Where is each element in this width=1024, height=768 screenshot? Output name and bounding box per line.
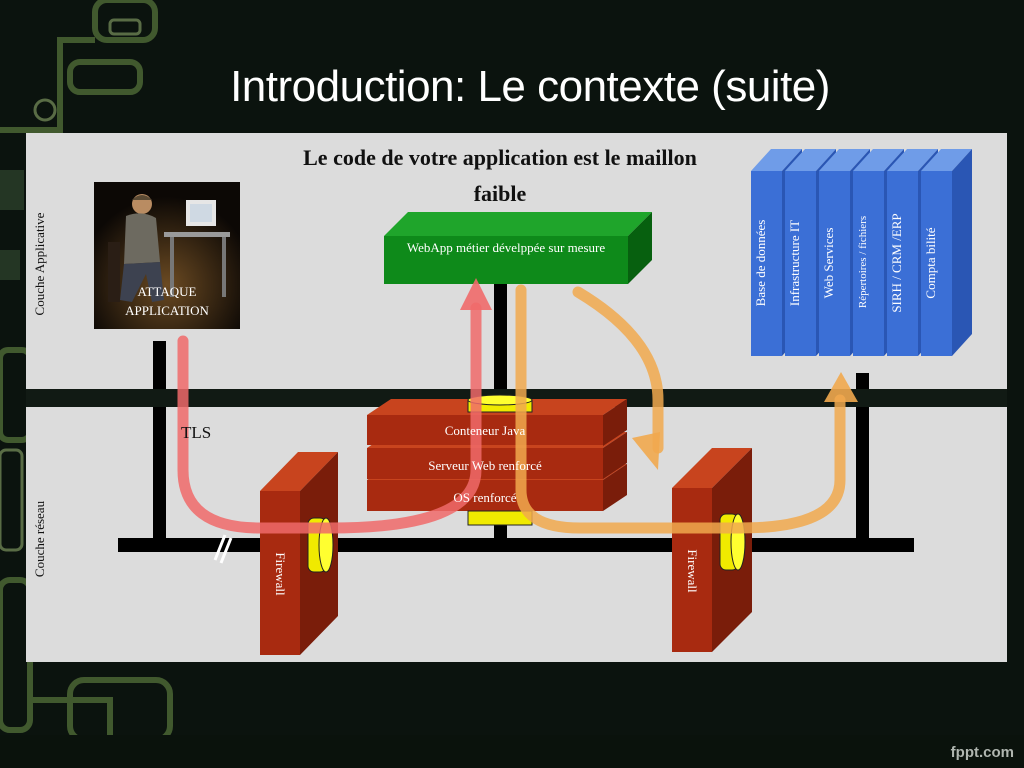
service-compta: Compta bilité	[923, 227, 938, 299]
encryption-slash-icon	[213, 534, 233, 564]
services-link-vertical	[856, 373, 869, 543]
slide-title: Introduction: Le contexte (suite)	[230, 62, 830, 111]
attack-label: ATTAQUE APPLICATION	[94, 282, 240, 320]
footer-brand: fppt.com	[950, 744, 1014, 761]
firewall-right-shape	[672, 448, 752, 652]
tls-link-vertical	[153, 341, 166, 544]
server-stack	[367, 399, 627, 511]
hacker-illustration	[94, 182, 240, 329]
server-layer-java: Conteneur Java	[444, 423, 526, 438]
data-flow-arrowhead-server	[632, 432, 660, 470]
services-stack	[751, 149, 972, 356]
service-infrastructure: Infrastructure IT	[787, 219, 802, 307]
data-flow-arrow	[515, 284, 846, 534]
attack-label-line1: ATTAQUE	[137, 284, 197, 299]
attack-arrowhead	[460, 278, 492, 310]
service-database: Base de données	[753, 219, 768, 307]
tls-label: TLS	[181, 423, 212, 442]
service-web-services: Web Services	[821, 227, 836, 299]
firewall-left-label: Firewall	[273, 552, 288, 596]
server-layer-os: OS renforcé	[453, 490, 517, 505]
service-sirh-crm-erp: SIRH / CRM /ERP	[889, 213, 904, 313]
attack-label-line2: APPLICATION	[125, 303, 209, 318]
service-directories: Répertoires / fichiers	[857, 215, 869, 309]
server-layer-web: Serveur Web renforcé	[428, 458, 542, 473]
headline: Le code de votre application est le mail…	[303, 145, 697, 206]
firewall-right-label: Firewall	[685, 549, 700, 593]
attack-path-arrow	[177, 302, 482, 534]
webapp-box-shape	[384, 212, 652, 284]
webapp-label: WebApp métier dévelppée sur mesure	[406, 240, 606, 255]
network-backbone	[118, 538, 914, 552]
data-flow-arrowhead-services	[824, 372, 858, 402]
attacker-photo: ATTAQUE APPLICATION	[94, 182, 240, 329]
